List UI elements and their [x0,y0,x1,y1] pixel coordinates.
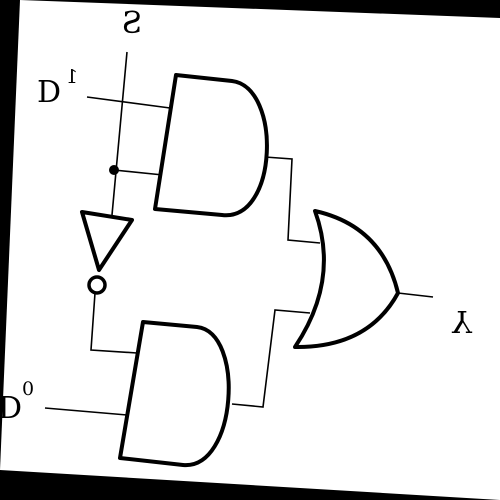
label-s: S [122,6,143,41]
and0-to-or-wire [231,309,311,408]
not-to-and0-wire [90,292,138,354]
and-gate-upper [153,73,269,218]
select-to-and1-wire [113,169,164,176]
d1-wire [86,96,171,109]
label-d0: D 0 [0,378,34,426]
label-d1-subscript: 1 [66,66,78,88]
label-y: Y [451,303,473,338]
label-d1-main: D [37,75,61,110]
select-wire [111,51,128,216]
not-gate [80,210,134,272]
label-d0-main: D [0,391,22,426]
label-y-text: Y [451,303,473,338]
label-d0-subscript: 0 [22,378,34,400]
and-gate-lower [118,320,231,468]
output-wire [397,292,434,298]
not-bubble [87,275,107,295]
or-gate [293,209,400,350]
and1-to-or-wire [264,156,321,244]
d0-wire [44,407,128,416]
label-s-text: S [122,6,143,41]
label-d1: D 1 [37,66,78,110]
